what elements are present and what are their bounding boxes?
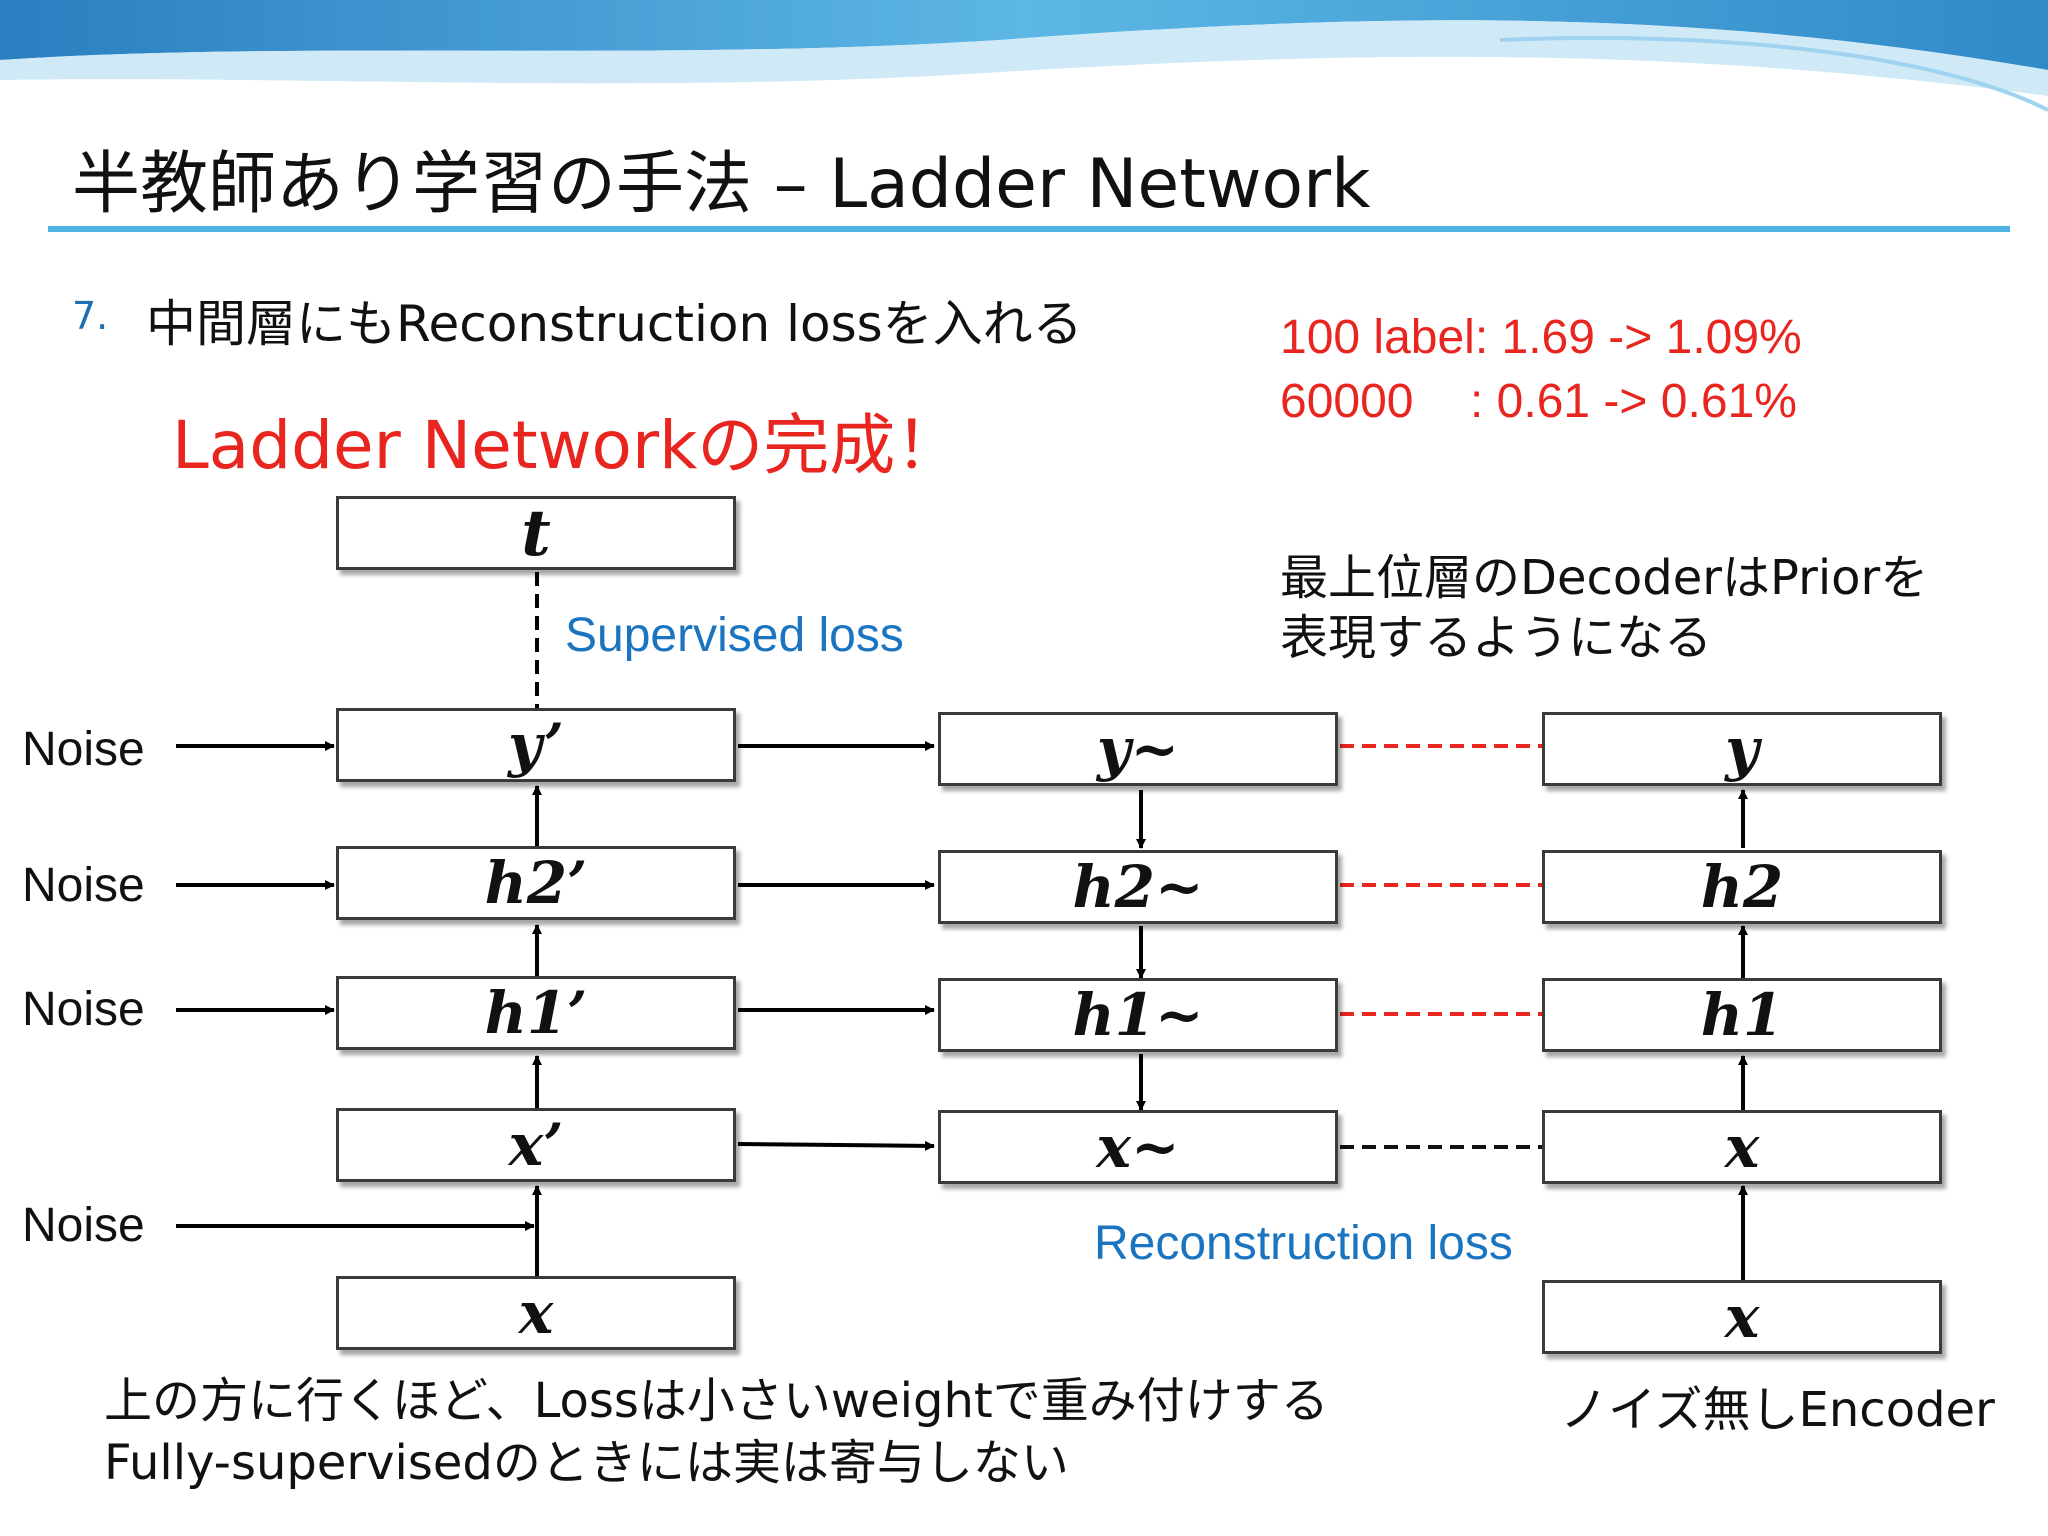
headline: Ladder Networkの完成！ — [172, 407, 962, 484]
skip-arrow — [737, 1140, 935, 1151]
decoder-h1-box: h1~ — [938, 978, 1338, 1052]
stats-value: : 0.61 -> 0.61% — [1470, 375, 1797, 428]
clean-h2-box: h2 — [1542, 850, 1942, 924]
target-box: t — [336, 496, 736, 571]
decoder-note: 最上位層のDecoderはPriorを 表現するようになる — [1280, 548, 1928, 668]
clean-y-box: y — [1542, 712, 1942, 786]
encoder-caption: ノイズ無しEncoder — [1560, 1382, 1995, 1438]
clean-h1-box: h1 — [1542, 978, 1942, 1052]
input-x-box: x — [336, 1276, 736, 1350]
bottom-line: Fully-supervisedのときには実は寄与しない — [104, 1435, 1069, 1491]
noisy-h2-box: h2’ — [336, 846, 736, 920]
noisy-y-box: y’ — [336, 708, 736, 782]
noisy-h1-box: h1’ — [336, 976, 736, 1050]
stats-value: : 1.69 -> 1.09% — [1474, 311, 1802, 364]
bullet-text: 中間層にもReconstruction lossを入れる — [146, 295, 1083, 353]
bullet-number: 7. — [72, 294, 109, 338]
stats-label: 60000 — [1280, 375, 1414, 428]
stats-row: 60000 : 0.61 -> 0.61% — [1280, 370, 1802, 434]
clean-input-x-box: x — [1542, 1280, 1942, 1354]
noise-label: Noise — [22, 983, 145, 1036]
decoder-y-box: y~ — [938, 712, 1338, 786]
reconstruction-loss-label: Reconstruction loss — [1094, 1217, 1513, 1270]
bottom-line: 上の方に行くほど、Lossは小さいweightで重み付けする — [104, 1373, 1329, 1429]
stats-row: 100 label: 1.69 -> 1.09% — [1280, 306, 1802, 370]
noisy-x-box: x’ — [336, 1108, 736, 1182]
stats-label: 100 label — [1280, 311, 1475, 364]
title-rule — [48, 226, 2010, 232]
decoder-h2-box: h2~ — [938, 850, 1338, 924]
stats-block: 100 label: 1.69 -> 1.09% 60000 : 0.61 -> … — [1280, 306, 1802, 434]
supervised-loss-label: Supervised loss — [565, 609, 904, 662]
decoder-x-box: x~ — [938, 1110, 1338, 1184]
note-line: 最上位層のDecoderはPriorを — [1280, 550, 1929, 606]
noise-label: Noise — [22, 723, 145, 776]
noise-label: Noise — [22, 1199, 145, 1252]
slide-title: 半教師あり学習の手法 – Ladder Network — [72, 145, 1371, 224]
note-line: 表現するようになる — [1280, 610, 1713, 666]
bottom-note: 上の方に行くほど、Lossは小さいweightで重み付けする Fully-sup… — [104, 1370, 1329, 1494]
noise-label: Noise — [22, 859, 145, 912]
clean-x-box: x — [1542, 1110, 1942, 1184]
